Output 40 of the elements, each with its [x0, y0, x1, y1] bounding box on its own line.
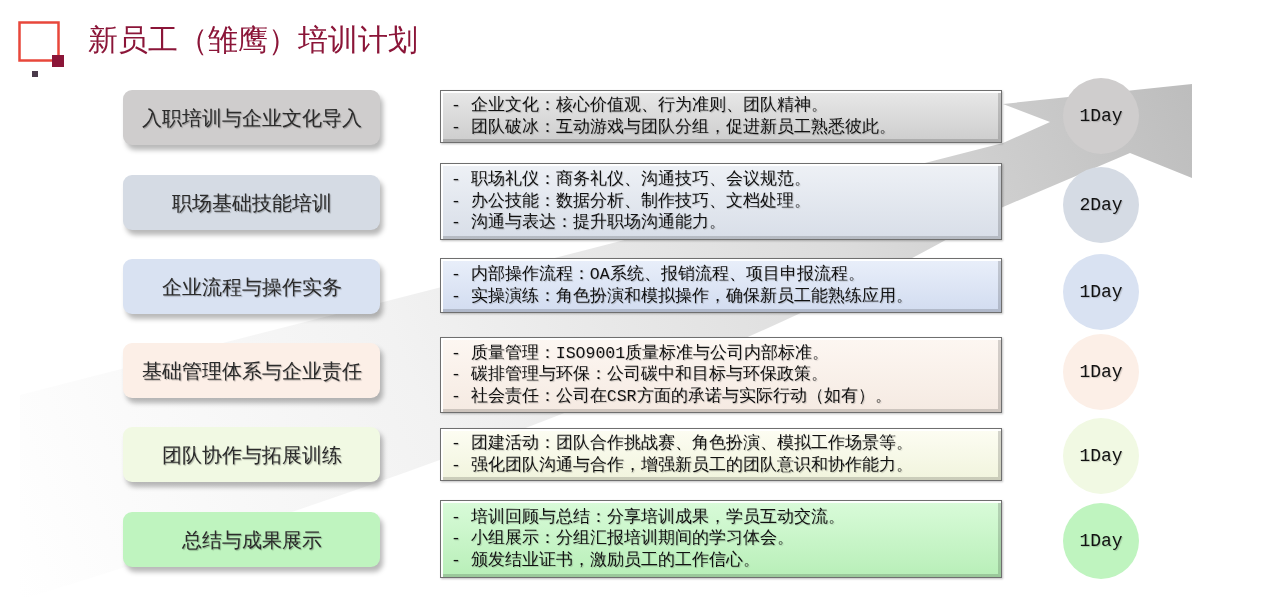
stage-label: 总结与成果展示 [181, 527, 322, 553]
detail-box [440, 90, 1002, 143]
duration-label: 2Day [1079, 194, 1123, 216]
bullet-text: - 社会责任：公司在CSR方面的承诺与实际行动（如有）。 [451, 385, 892, 408]
stage-label: 企业流程与操作实务 [161, 274, 342, 300]
stage-box [123, 427, 380, 482]
bullet-text: - 沟通与表达：提升职场沟通能力。 [451, 212, 726, 234]
bullet-text: - 质量管理：ISO9001质量标准与公司内部标准。 [451, 342, 830, 365]
stage-label: 职场基础技能培训 [171, 190, 332, 216]
detail-box [440, 500, 1002, 578]
detail-box [440, 163, 1002, 240]
bullet-text: - 团建活动：团队合作挑战赛、角色扮演、模拟工作场景等。 [451, 433, 913, 455]
bullet-text: - 内部操作流程：OA系统、报销流程、项目申报流程。 [451, 264, 865, 286]
stage-box [123, 343, 380, 398]
stage-label: 入职培训与企业文化导入 [141, 105, 362, 131]
bullet-text: - 办公技能：数据分析、制作技巧、文档处理。 [451, 190, 811, 213]
page-title: 新员工（雏鹰）培训计划 [88, 22, 418, 58]
duration-label: 1Day [1079, 105, 1123, 127]
bullet-text: - 企业文化：核心价值观、行为准则、团队精神。 [451, 95, 828, 117]
stage-box [123, 512, 380, 567]
duration-label: 1Day [1079, 361, 1123, 383]
bullet-text: - 碳排管理与环保：公司碳中和目标与环保政策。 [451, 364, 828, 386]
detail-box [440, 337, 1002, 413]
stage-box [123, 90, 380, 145]
duration-label: 1Day [1079, 445, 1123, 467]
duration-label: 1Day [1079, 530, 1123, 552]
bullet-text: - 实操演练：角色扮演和模拟操作，确保新员工能熟练应用。 [451, 285, 913, 307]
bullet-text: - 强化团队沟通与合作，增强新员工的团队意识和协作能力。 [451, 454, 913, 476]
detail-box [440, 428, 1002, 481]
bullet-text: - 颁发结业证书，激励员工的工作信心。 [451, 549, 760, 572]
stage-box [123, 175, 380, 230]
stage-label: 团队协作与拓展训练 [161, 442, 342, 468]
bullet-text: - 小组展示：分组汇报培训期间的学习体会。 [451, 528, 794, 550]
bullet-text: - 职场礼仪：商务礼仪、沟通技巧、会议规范。 [451, 169, 811, 191]
bullet-text: - 培训回顾与总结：分享培训成果，学员互动交流。 [451, 506, 845, 529]
bullet-text: - 团队破冰：互动游戏与团队分组，促进新员工熟悉彼此。 [451, 116, 896, 138]
detail-box [440, 258, 1002, 313]
duration-label: 1Day [1079, 281, 1123, 303]
stage-label: 基础管理体系与企业责任 [141, 358, 362, 384]
stage-box [123, 259, 380, 314]
